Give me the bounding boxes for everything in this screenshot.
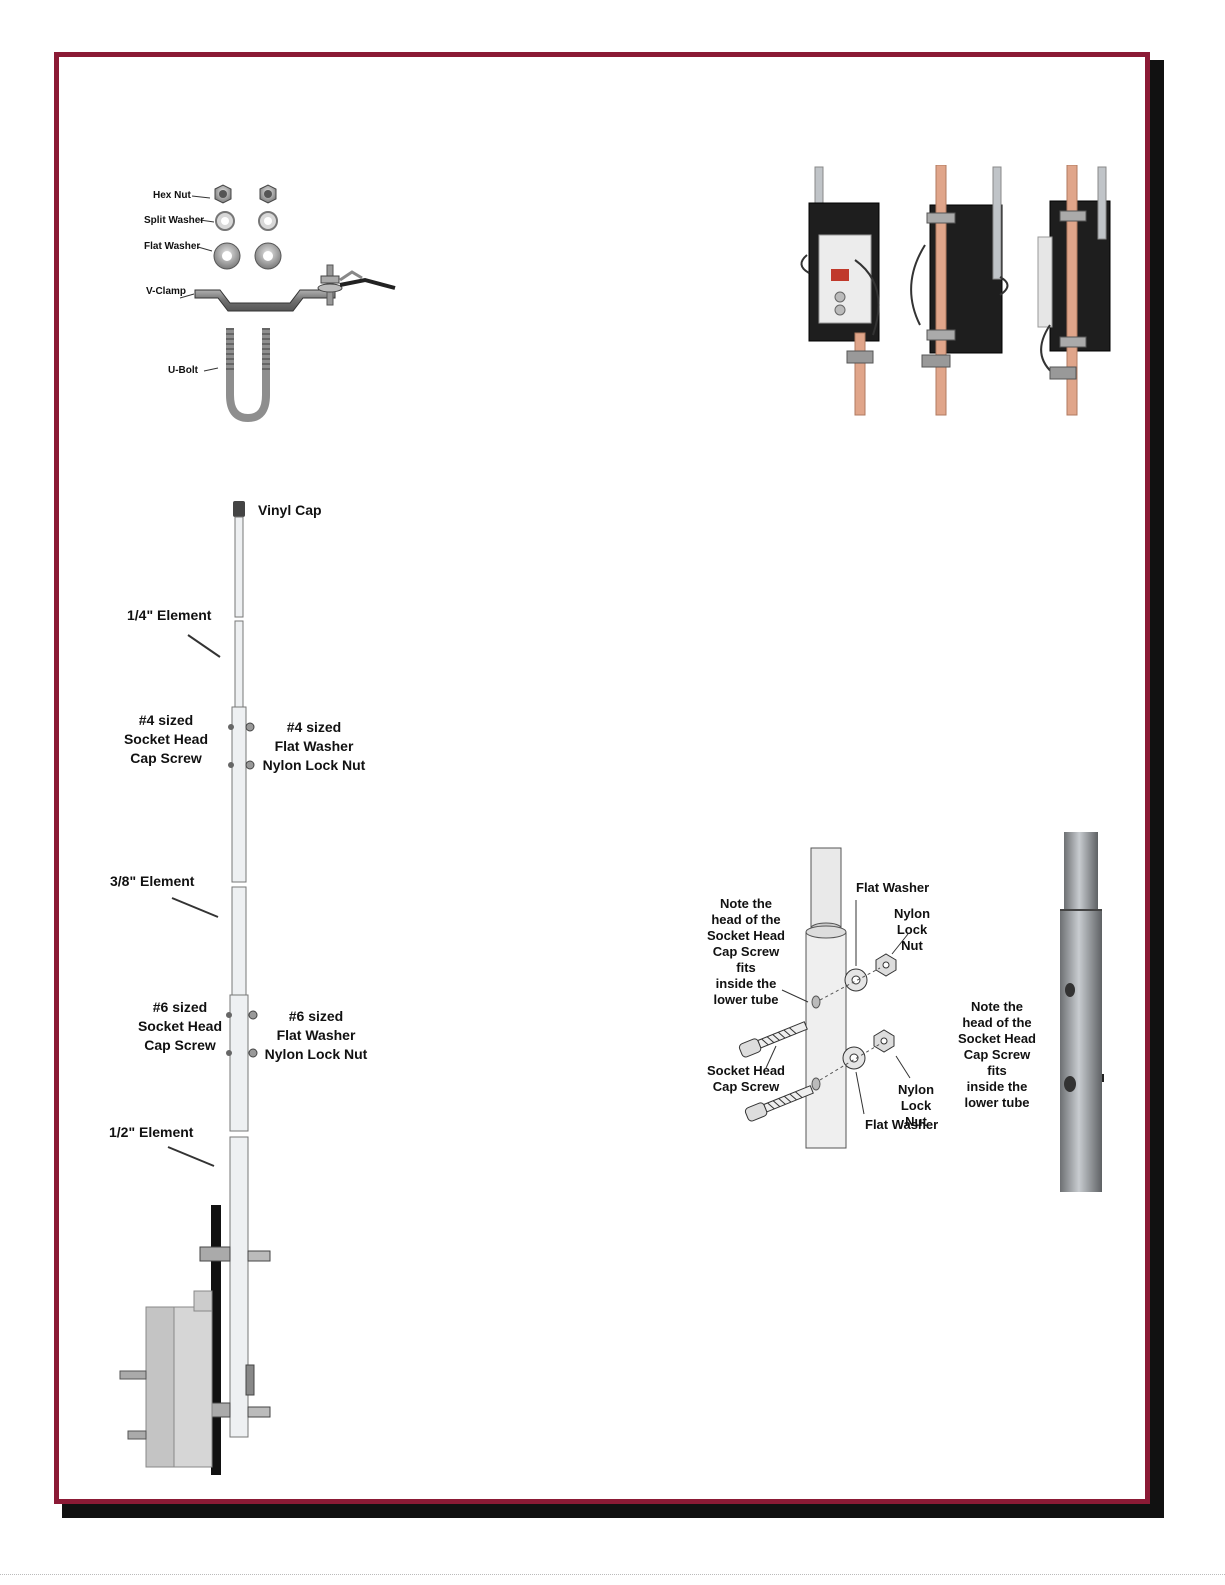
antenna-assembly-diagram [119, 501, 271, 1475]
v-clamp-label: V-Clamp [146, 286, 187, 297]
flat-washer-top-label: Flat Washer [856, 880, 930, 895]
u-bolt-label: U-Bolt [168, 365, 198, 376]
screw4-left-label: #4 sized Socket Head Cap Screw [123, 712, 209, 766]
mounted-units-photo [800, 165, 1111, 416]
socket-head-label: Socket Head Cap Screw [706, 1063, 786, 1094]
page-bottom-divider [0, 1574, 1225, 1575]
note-right-label: Note the head of the Socket Head Cap Scr… [957, 999, 1037, 1110]
flat-washer-label: Flat Washer [144, 241, 201, 252]
three-eighths-element-label: 3/8" Element [110, 873, 195, 889]
screw6-right-label: #6 sized Flat Washer Nylon Lock Nut [264, 1008, 368, 1062]
screw-detail-drawing [738, 847, 911, 1149]
half-element-label: 1/2" Element [109, 1124, 194, 1140]
nylon-bottom-label: Nylon Lock Nut [897, 1082, 935, 1129]
vinyl-cap-label: Vinyl Cap [258, 502, 322, 518]
hex-nut-label: Hex Nut [153, 190, 191, 201]
tube-photo [1060, 832, 1104, 1192]
split-washer-label: Split Washer [144, 215, 205, 226]
nylon-top-label: Nylon Lock Nut [893, 906, 931, 953]
screw6-left-label: #6 sized Socket Head Cap Screw [137, 999, 223, 1053]
quarter-element-label: 1/4" Element [127, 607, 212, 623]
flat-washer-bottom-label: Flat Washer [865, 1117, 939, 1132]
hardware-kit-image [179, 184, 396, 423]
screw4-right-label: #4 sized Flat Washer Nylon Lock Nut [262, 719, 366, 773]
note-left-label: Note the head of the Socket Head Cap Scr… [706, 896, 786, 1007]
